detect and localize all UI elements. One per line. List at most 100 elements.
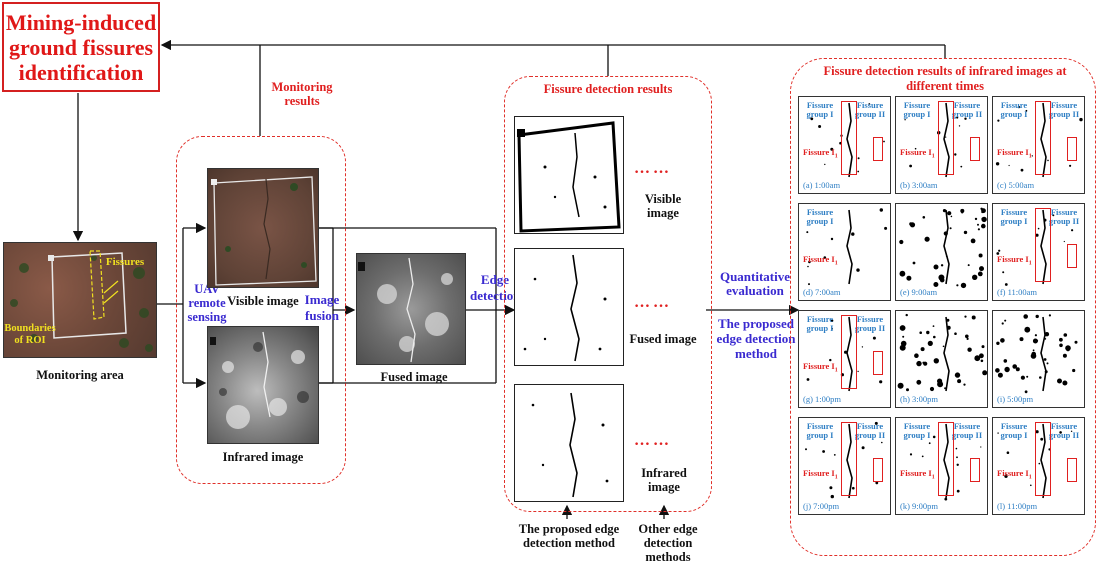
speckle [844, 350, 848, 354]
speckle [1062, 353, 1067, 358]
fissure-1-subscript: 1 [931, 153, 935, 160]
speckle [879, 380, 883, 384]
visible-image-caption: Visible image [227, 294, 299, 308]
other-methods-bottom-label: Other edge detection methods [638, 522, 698, 564]
monitoring-area-caption: Monitoring area [36, 368, 124, 382]
speckle [1012, 364, 1017, 369]
speckle [981, 345, 985, 349]
speckle [1034, 334, 1037, 337]
visible-detection-result [514, 116, 624, 234]
speckle [1066, 348, 1070, 352]
speckle [810, 117, 814, 121]
result-panel: (h) 3:00pm [895, 310, 988, 408]
speckle [805, 448, 807, 451]
speckle [977, 228, 980, 231]
speckle [830, 494, 834, 499]
speckle [1030, 484, 1032, 487]
panel-sketch [806, 208, 888, 286]
fissure-group-2-label: Fissure group II [951, 421, 983, 440]
speckle [1039, 376, 1042, 379]
fissure-trace [846, 316, 853, 392]
fissure-group-2-box [970, 137, 980, 161]
fissure-group-2-box [1067, 137, 1077, 161]
speckle [1023, 314, 1028, 319]
speckle [1032, 349, 1035, 352]
main-title: Mining-induced ground fissures identific… [2, 2, 160, 92]
fissure-trace [846, 209, 853, 285]
speckle [945, 255, 948, 258]
fissure-1-subscript: 1 [1028, 474, 1032, 481]
speckle [945, 136, 947, 138]
speckle [905, 313, 908, 317]
speckle [980, 207, 983, 210]
fissure-1-subscript: 1 [834, 153, 838, 160]
speckle [932, 325, 935, 327]
speckle [868, 103, 871, 105]
speckle [829, 486, 833, 490]
monitoring-area-image [3, 242, 157, 358]
speckle [924, 236, 930, 242]
fissure-1-label: Fissure I1 [997, 254, 1032, 267]
speckle [960, 165, 963, 168]
panel-sketch [897, 313, 987, 392]
speckle [831, 327, 833, 330]
speckle [956, 116, 959, 119]
speckle [970, 238, 976, 244]
speckle [982, 370, 987, 376]
panel-time-label: (h) 3:00pm [900, 394, 939, 404]
speckle [1071, 229, 1074, 232]
fissure-1-subscript: 1 [834, 474, 838, 481]
speckle [1040, 437, 1044, 441]
fissure-group-1-box [938, 101, 954, 175]
fissure-1-label: Fissure I1 [803, 254, 838, 267]
speckle [964, 315, 967, 318]
speckle [1044, 338, 1047, 340]
speckle [897, 382, 904, 389]
panel-time-label: (c) 5:00am [997, 180, 1035, 190]
speckle [1072, 368, 1076, 373]
fissure-group-1-label: Fissure group I [1000, 100, 1028, 119]
fused-image-thumbnail [356, 253, 466, 365]
fissure-group-1-label: Fissure group I [806, 100, 834, 119]
speckle [972, 274, 978, 280]
speckle [1059, 431, 1062, 434]
speckle [829, 358, 832, 362]
speckle [857, 370, 859, 373]
proposed-method-mid-label: The proposed edge detection method [716, 316, 796, 361]
speckle [1035, 233, 1039, 237]
speckle [978, 253, 983, 258]
speckle [872, 336, 876, 340]
speckle [1004, 283, 1008, 286]
speckle [995, 162, 1000, 166]
fissure-group-1-label: Fissure group I [903, 100, 931, 119]
speckle [965, 334, 969, 339]
speckle [996, 252, 1000, 255]
speckle [1046, 362, 1049, 365]
speckle [852, 486, 855, 490]
fissure-group-1-box [1035, 208, 1051, 282]
speckle [980, 359, 984, 363]
fissure-group-1-label: Fissure group I [806, 421, 834, 440]
speckle [884, 226, 888, 230]
speckle [904, 119, 906, 121]
speckle [823, 256, 827, 259]
speckle [923, 361, 928, 366]
infrared-times-title: Fissure detection results of infrared im… [823, 64, 1067, 93]
speckle [822, 450, 825, 453]
fissure-group-2-label: Fissure group II [1048, 207, 1080, 226]
speckle [900, 340, 907, 347]
speckle [979, 353, 984, 359]
speckle [944, 387, 947, 390]
fissure-group-1-box [1035, 422, 1051, 496]
speckle [1069, 164, 1072, 167]
visible-image-sketch [211, 176, 317, 286]
speckle [922, 216, 926, 219]
panel-time-label: (f) 11:00am [997, 287, 1038, 297]
speckle [1000, 338, 1005, 343]
speckle [883, 140, 885, 143]
speckle [830, 147, 834, 151]
